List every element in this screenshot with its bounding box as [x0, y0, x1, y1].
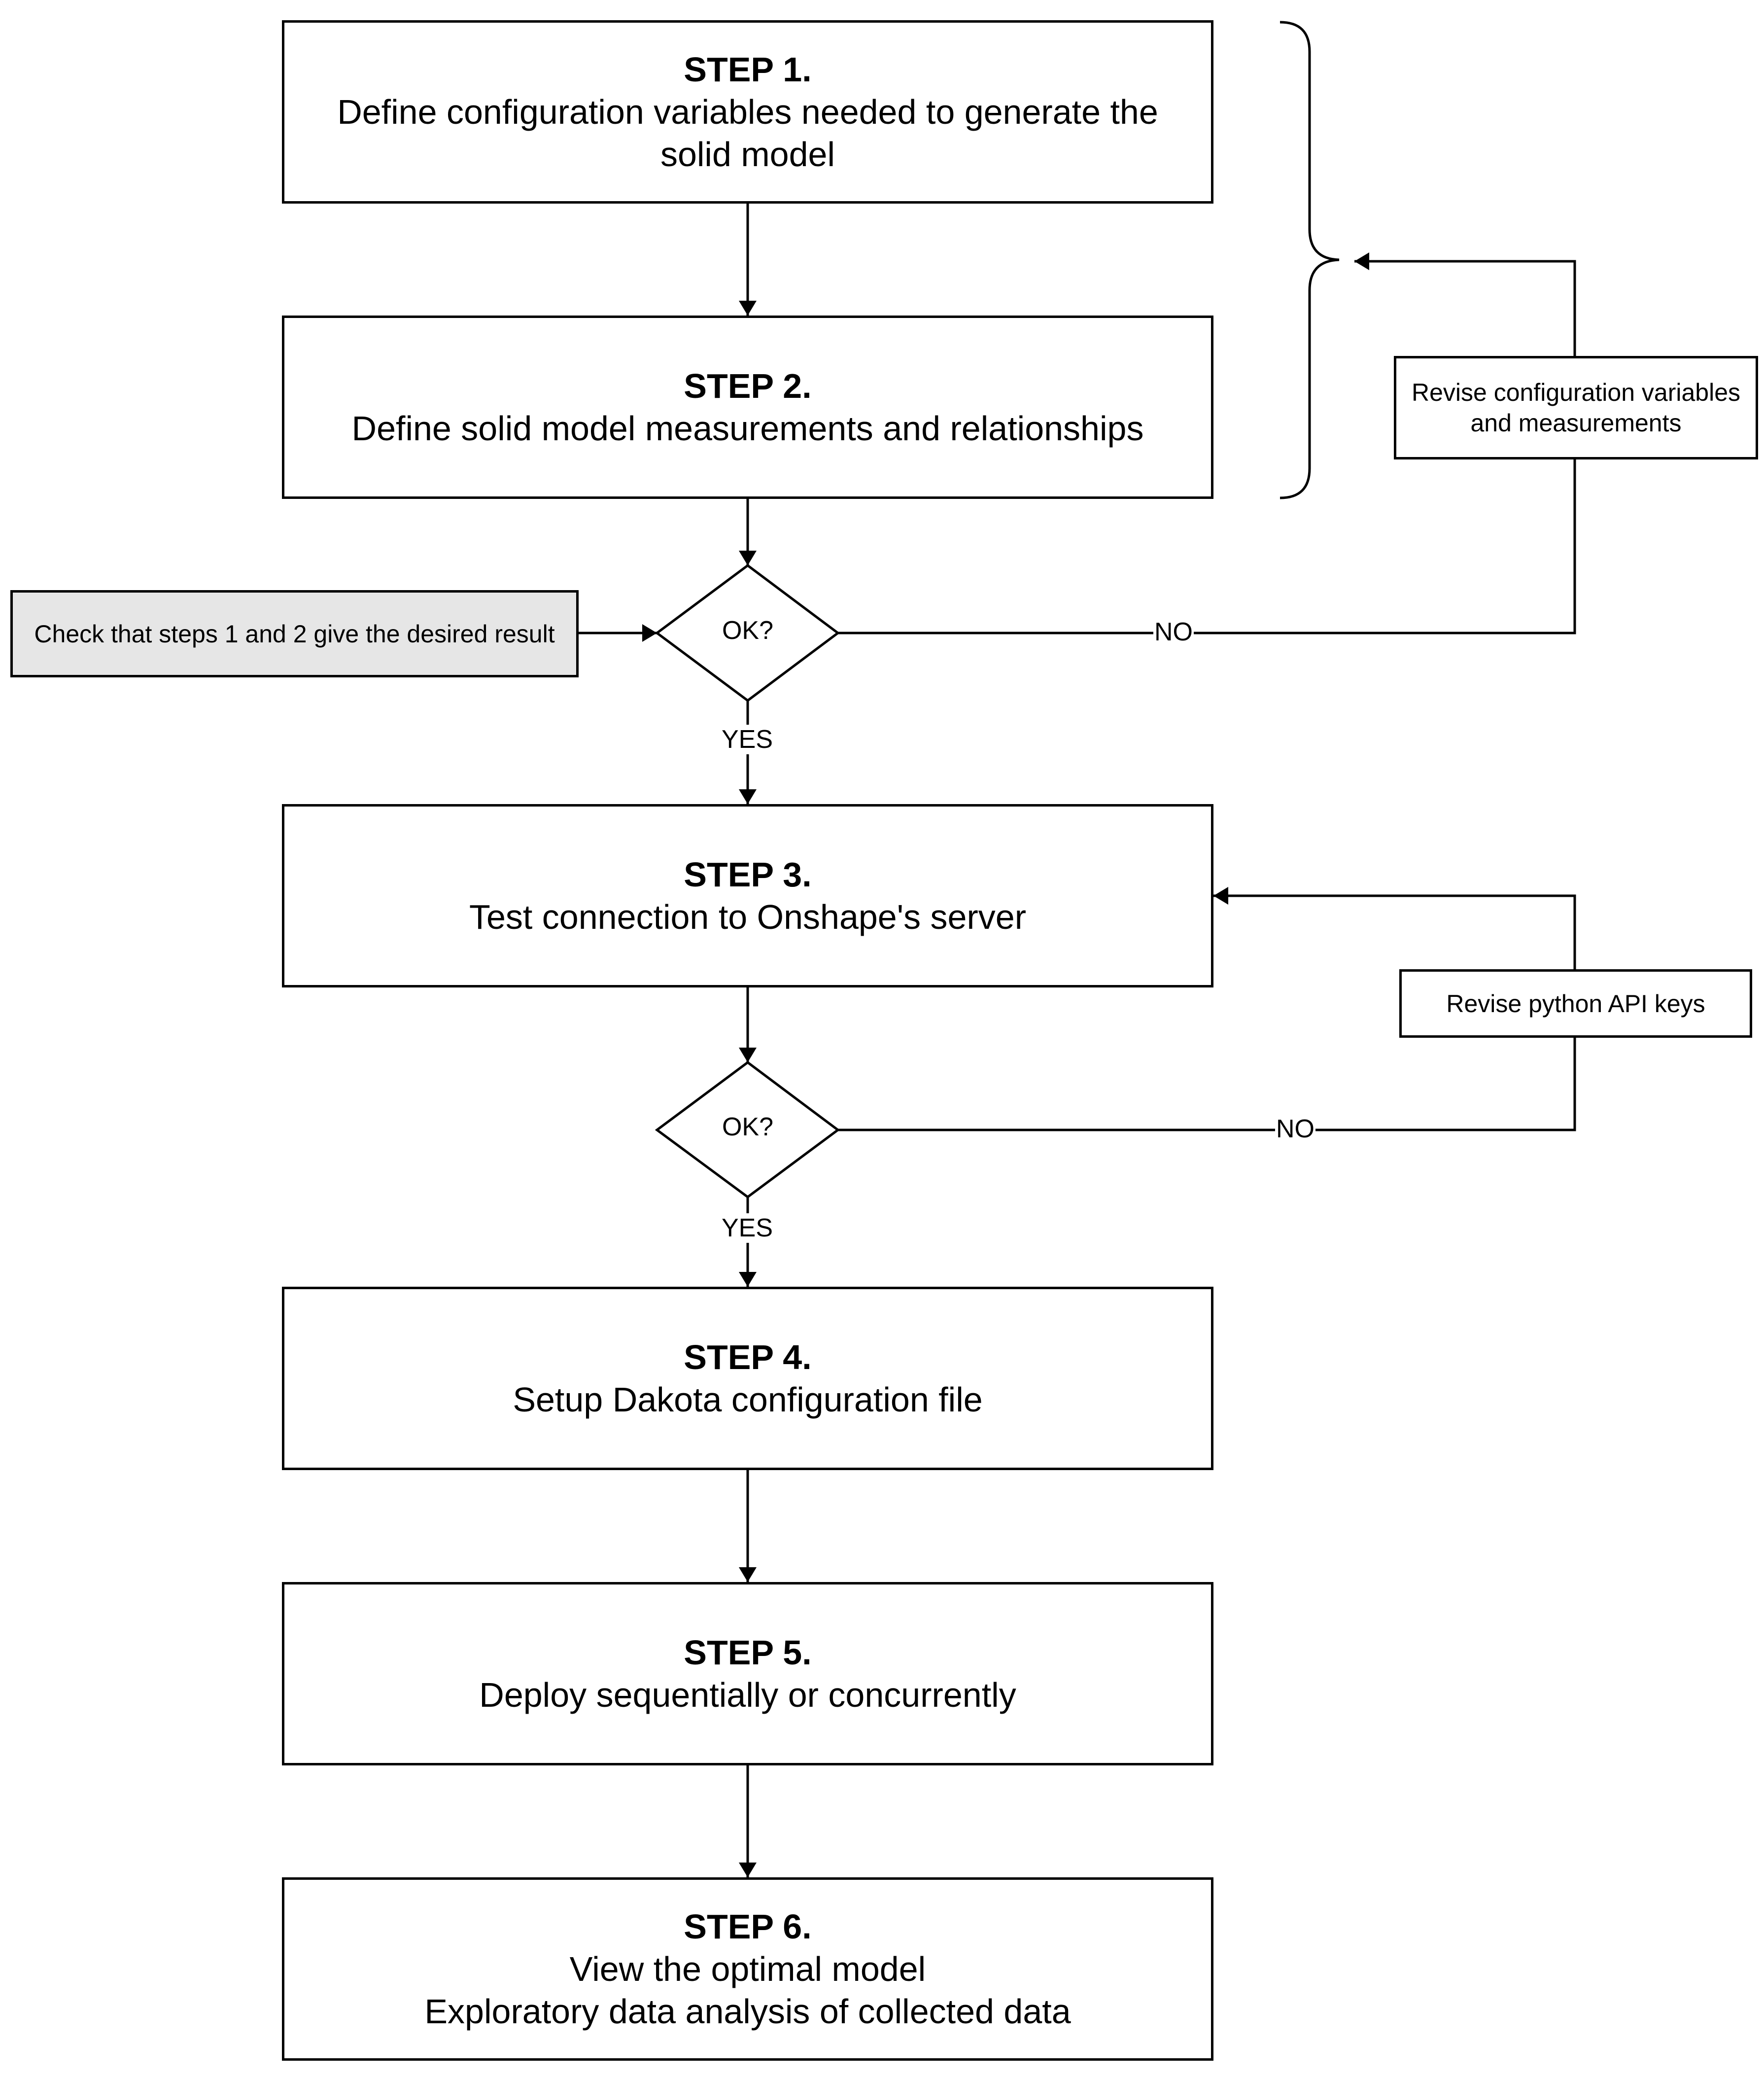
- step-2-title: STEP 2.: [684, 367, 812, 405]
- decision-1-yes-label: YES: [721, 725, 774, 754]
- step-4-box: STEP 4. Setup Dakota configuration file: [282, 1287, 1213, 1470]
- no-path-1: [838, 458, 1576, 634]
- step-1-box: STEP 1. Define configuration variables n…: [282, 20, 1213, 204]
- revise-config-box: Revise configuration variables and measu…: [1394, 356, 1758, 459]
- step-1-description-line-2: solid model: [660, 135, 835, 174]
- step-6-description-line-2: Exploratory data analysis of collected d…: [424, 1992, 1071, 2031]
- step-6-box: STEP 6. View the optimal model Explorato…: [282, 1877, 1213, 2061]
- revise-config-line-2: and measurements: [1470, 409, 1682, 437]
- step-6-title: STEP 6.: [684, 1907, 812, 1946]
- arrowhead-decision1: [739, 551, 757, 565]
- check-note-text: Check that steps 1 and 2 give the desire…: [34, 620, 555, 648]
- step-6-description-line-1: View the optimal model: [569, 1950, 926, 1988]
- arrowhead-brace: [1354, 252, 1369, 270]
- step-3-description: Test connection to Onshape's server: [469, 898, 1027, 936]
- step-1-title: STEP 1.: [684, 50, 812, 89]
- revise2-to-step3: [1213, 894, 1576, 969]
- step-2-box: STEP 2. Define solid model measurements …: [282, 316, 1213, 499]
- arrowhead-check: [642, 624, 657, 642]
- decision-2-yes-label: YES: [721, 1213, 774, 1243]
- step-3-title: STEP 3.: [684, 855, 812, 894]
- revise-config-line-1: Revise configuration variables: [1411, 379, 1741, 406]
- arrowhead-step5: [739, 1567, 757, 1582]
- step-5-box: STEP 5. Deploy sequentially or concurren…: [282, 1582, 1213, 1765]
- decision-2-no-label: NO: [1275, 1114, 1315, 1144]
- arrowhead-step3: [739, 789, 757, 804]
- decision-1-no-label: NO: [1153, 617, 1194, 647]
- step-4-title: STEP 4.: [684, 1338, 812, 1376]
- arrowhead-decision2: [739, 1048, 757, 1062]
- revise-api-keys-text: Revise python API keys: [1446, 989, 1705, 1018]
- step-1-description-line-1: Define configuration variables needed to…: [337, 93, 1158, 131]
- arrowhead-step6: [739, 1863, 757, 1877]
- arrowhead-step3-side: [1213, 887, 1228, 905]
- decision-1-question: OK?: [722, 616, 774, 645]
- arrowhead-step4: [739, 1272, 757, 1287]
- check-note-box: Check that steps 1 and 2 give the desire…: [10, 590, 579, 677]
- step-5-description: Deploy sequentially or concurrently: [479, 1676, 1016, 1714]
- decision-2-question: OK?: [722, 1113, 774, 1141]
- step-4-description: Setup Dakota configuration file: [513, 1380, 983, 1419]
- revise1-to-brace: [1354, 260, 1576, 356]
- curly-brace: [1280, 21, 1340, 499]
- step-2-description: Define solid model measurements and rela…: [351, 409, 1144, 448]
- step-5-title: STEP 5.: [684, 1633, 812, 1672]
- step-3-box: STEP 3. Test connection to Onshape's ser…: [282, 804, 1213, 987]
- arrowhead-step2: [739, 301, 757, 316]
- revise-api-keys-box: Revise python API keys: [1399, 969, 1752, 1038]
- no-path-2: [838, 1037, 1576, 1131]
